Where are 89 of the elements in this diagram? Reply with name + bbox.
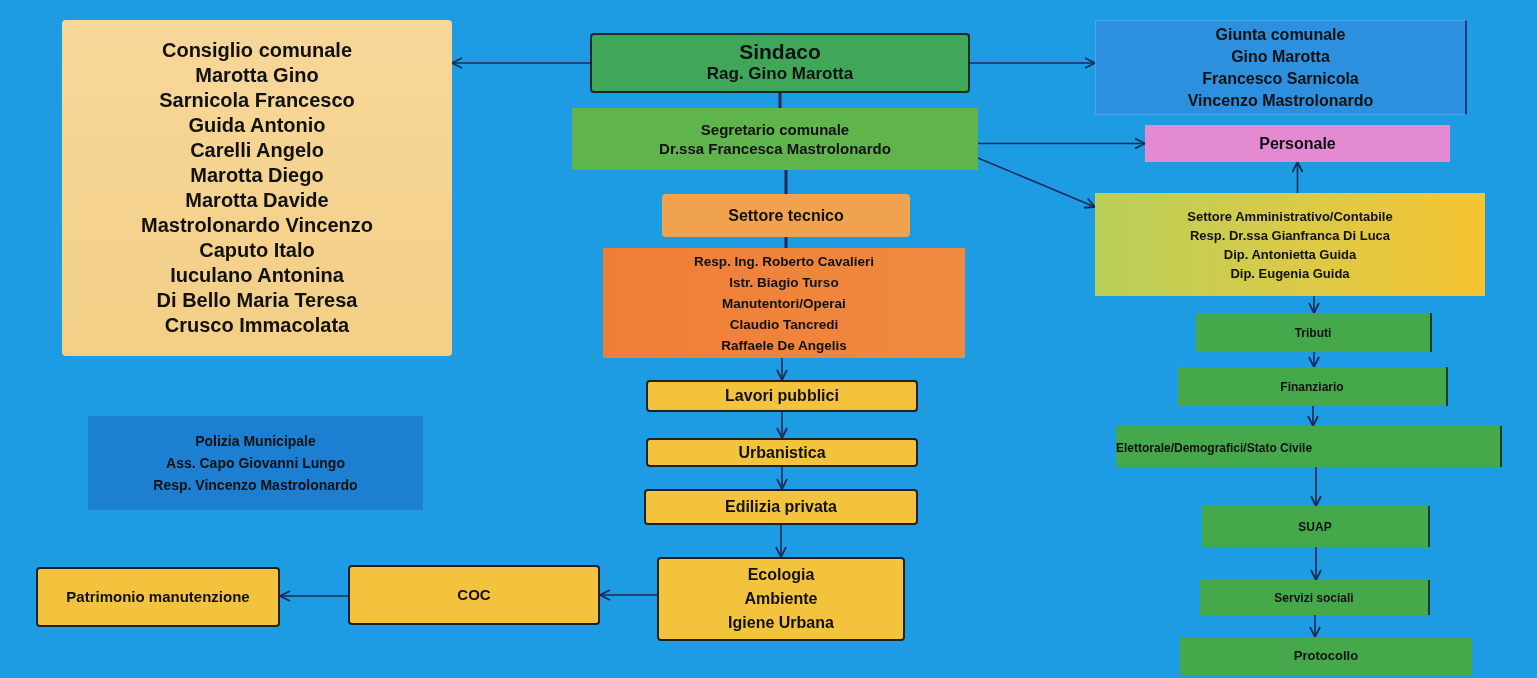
council-box (62, 20, 452, 356)
node-text: Resp. Vincenzo Mastrolonardo (153, 476, 358, 495)
node-text: Ass. Capo Giovanni Lungo (166, 454, 345, 473)
arrow (776, 466, 788, 490)
arrow (279, 590, 349, 602)
node-text: Resp. Dr.ssa Gianfranca Di Luca (1189, 226, 1391, 245)
office-box (1202, 506, 1430, 547)
arrow (1291, 161, 1304, 194)
node-text: Claudio Tancredi (729, 315, 839, 334)
node-text: Dip. Eugenia Guida (1230, 264, 1350, 283)
office-box (36, 567, 280, 627)
node-text: Carelli Angelo (190, 138, 324, 163)
node-text: Marotta Gino (195, 63, 319, 88)
office-box (1200, 580, 1430, 615)
node-text: Di Bello Maria Teresa (156, 288, 358, 313)
office-box (1178, 367, 1448, 406)
arrow (969, 57, 1096, 69)
office-box (657, 557, 905, 641)
node-text: Tributi (1294, 324, 1332, 342)
node-text: Finanziario (1280, 378, 1344, 396)
node-text: Urbanistica (738, 442, 826, 463)
connector-line (784, 170, 788, 194)
administrative-sector-box (1095, 193, 1485, 296)
arrow (1310, 466, 1322, 507)
node-text: Manutentori/Operai (722, 294, 846, 313)
office-box (1116, 426, 1502, 467)
node-text: Servizi sociali (1274, 589, 1354, 607)
connector-line (778, 93, 782, 108)
arrow (776, 357, 788, 381)
arrow (451, 57, 591, 69)
heading-text: Polizia Municipale (195, 432, 316, 451)
office-box (646, 438, 918, 467)
node-text: Francesco Sarnicola (1202, 68, 1359, 89)
heading-text: Consiglio comunale (162, 38, 352, 63)
police-box (88, 416, 423, 510)
node-text: Igiene Urbana (728, 613, 834, 633)
heading-text: Resp. Ing. Roberto Cavalieri (693, 252, 874, 271)
node-text: Crusco Immacolata (164, 313, 350, 338)
node-text: Settore tecnico (728, 205, 844, 226)
arrow (776, 411, 788, 439)
node-text: Patrimonio manutenzione (66, 587, 250, 607)
node-text: Istr. Biagio Turso (729, 273, 839, 292)
heading-text: Giunta comunale (1215, 24, 1346, 45)
mayor-box (590, 33, 970, 93)
council-executive-box (1095, 20, 1467, 115)
node-text: Marotta Davide (185, 188, 329, 213)
arrow (977, 137, 1146, 150)
node-text: COC (457, 584, 491, 605)
node-text: Lavori pubblici (725, 386, 839, 406)
office-box (1196, 313, 1432, 352)
arrow (599, 589, 658, 601)
node-text: Gino Marotta (1231, 46, 1330, 67)
node-text: Caputo Italo (199, 238, 315, 263)
node-text: Protocollo (1293, 647, 1359, 666)
heading-text: Sindaco (739, 41, 821, 63)
node-text: Iuculano Antonina (170, 263, 344, 288)
heading-text: Settore Amministrativo/Contabile (1187, 207, 1393, 226)
node-text: Ambiente (744, 589, 818, 609)
node-text: SUAP (1298, 518, 1332, 536)
office-box (348, 565, 600, 625)
arrow (1310, 546, 1322, 581)
node-text: Dip. Antonietta Guida (1223, 245, 1357, 264)
node-text: Edilizia privata (724, 497, 837, 517)
node-text: Mastrolonardo Vincenzo (141, 213, 373, 238)
node-text: Dr.ssa Francesca Mastrolonardo (659, 139, 891, 158)
node-text: Personale (1259, 133, 1336, 154)
node-text: Rag. Gino Marotta (706, 63, 854, 85)
heading-text: Segretario comunale (700, 120, 850, 139)
node-text: Sarnicola Francesco (159, 88, 355, 113)
arrow (977, 157, 1096, 209)
office-box (646, 380, 918, 412)
node-text: Guida Antonio (188, 113, 326, 138)
node-text: Raffaele De Angelis (721, 336, 847, 355)
arrow (1307, 405, 1319, 427)
office-box (1180, 637, 1472, 675)
arrow (1308, 351, 1320, 368)
arrow (1309, 614, 1321, 638)
node-text: Vincenzo Mastrolonardo (1187, 90, 1374, 111)
personnel-box (1145, 125, 1450, 162)
office-box (644, 489, 918, 525)
technical-staff-box (603, 248, 965, 358)
connector-line (784, 237, 788, 248)
arrow (775, 524, 787, 558)
arrow (1308, 295, 1320, 314)
node-text: Elettorale/Demografici/Stato Civile (1116, 439, 1313, 457)
secretary-box (572, 108, 978, 170)
node-text: Marotta Diego (190, 163, 324, 188)
heading-text: Ecologia (747, 565, 815, 585)
technical-sector-box (662, 194, 910, 237)
